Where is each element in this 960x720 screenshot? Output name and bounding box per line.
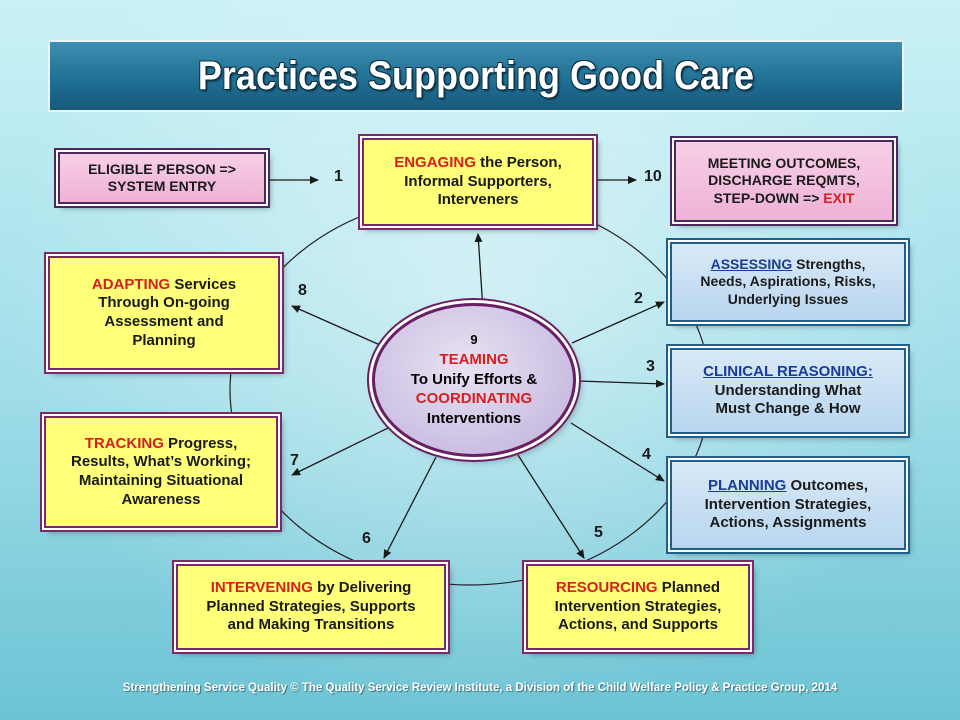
- assessing-line3: Underlying Issues: [727, 290, 849, 307]
- intervening-lead: INTERVENING: [210, 578, 313, 596]
- resourcing-line2: Intervention Strategies,: [554, 597, 722, 615]
- intervening-line2: Planned Strategies, Supports: [206, 597, 416, 615]
- box-eligible-person: ELIGIBLE PERSON => SYSTEM ENTRY: [58, 152, 266, 204]
- box-resourcing: RESOURCING Planned Intervention Strategi…: [526, 564, 750, 650]
- planning-line3: Actions, Assignments: [709, 514, 867, 532]
- footer-credit: Strengthening Service Quality © The Qual…: [122, 682, 838, 694]
- meeting-exit: EXIT: [823, 189, 855, 206]
- arrow-to-resourcing: [517, 454, 585, 559]
- step-number-3: 3: [646, 358, 655, 375]
- adapting-line4: Planning: [132, 331, 196, 349]
- meeting-line1: MEETING OUTCOMES,: [707, 154, 861, 171]
- step-number-8: 8: [298, 282, 307, 299]
- center-line2: To Unify Efforts &: [410, 370, 538, 388]
- resourcing-lead: RESOURCING: [555, 578, 658, 596]
- tracking-line4: Awareness: [121, 490, 201, 508]
- clinical-lead: CLINICAL REASONING:: [703, 362, 873, 380]
- step-number-1: 1: [334, 168, 343, 185]
- resourcing-line1-rest: Planned: [657, 578, 721, 596]
- arrow-to-planning: [570, 422, 665, 482]
- box-intervening: INTERVENING by Delivering Planned Strate…: [176, 564, 446, 650]
- box-planning: PLANNING Outcomes, Intervention Strategi…: [670, 460, 906, 550]
- assessing-lead: ASSESSING: [710, 255, 793, 272]
- adapting-line2: Through On-going: [98, 294, 230, 312]
- center-line1: TEAMING: [439, 351, 509, 369]
- box-assessing: ASSESSING Strengths, Needs, Aspirations,…: [670, 242, 906, 322]
- assessing-line1-rest: Strengths,: [792, 255, 866, 272]
- arrow-to-intervening: [383, 456, 437, 559]
- arrow-to-assessing: [571, 301, 665, 344]
- meeting-line2: DISCHARGE REQMTS,: [708, 172, 860, 189]
- planning-lead: PLANNING: [707, 476, 787, 494]
- box-meeting-outcomes: MEETING OUTCOMES, DISCHARGE REQMTS, STEP…: [674, 140, 894, 222]
- box-clinical-reasoning: CLINICAL REASONING: Understanding What M…: [670, 348, 906, 434]
- step-number-7: 7: [290, 452, 299, 469]
- meeting-line3-pre: STEP-DOWN =>: [713, 189, 824, 206]
- page-title: Practices Supporting Good Care: [197, 53, 755, 98]
- clinical-line2: Understanding What: [714, 381, 862, 399]
- step-number-2: 2: [634, 290, 643, 307]
- engaging-line2: Informal Supporters,: [404, 172, 552, 190]
- adapting-line3: Assessment and: [104, 313, 224, 330]
- intervening-line1-rest: by Delivering: [312, 578, 412, 596]
- tracking-line2: Results, What’s Working;: [70, 453, 251, 471]
- engaging-line1-rest: the Person,: [475, 153, 562, 171]
- box-tracking: TRACKING Progress, Results, What’s Worki…: [44, 416, 278, 528]
- arrow-to-tracking: [291, 427, 389, 476]
- center-line4: Interventions: [426, 409, 522, 427]
- box-engaging: ENGAGING the Person, Informal Supporters…: [362, 138, 594, 226]
- step-number-4: 4: [642, 446, 651, 463]
- arrow-to-clinical: [577, 379, 665, 388]
- clinical-line3: Must Change & How: [715, 400, 861, 418]
- center-teaming: 9 TEAMING To Unify Efforts & COORDINATIN…: [372, 303, 576, 457]
- planning-line1-rest: Outcomes,: [786, 476, 869, 494]
- intervening-line3: and Making Transitions: [227, 616, 395, 634]
- adapting-lead: ADAPTING: [91, 275, 171, 293]
- eligible-line2: SYSTEM ENTRY: [107, 178, 217, 194]
- tracking-lead: TRACKING: [84, 434, 164, 452]
- arrow-to-adapting: [291, 305, 381, 346]
- eligible-line1: ELIGIBLE PERSON =>: [88, 160, 236, 177]
- step-number-6: 6: [362, 530, 371, 547]
- center-number: 9: [470, 331, 478, 347]
- arrow-to-engaging: [474, 233, 484, 311]
- box-adapting: ADAPTING Services Through On-going Asses…: [48, 256, 280, 370]
- engaging-line3: Interveners: [437, 191, 519, 209]
- assessing-line2: Needs, Aspirations, Risks,: [700, 273, 876, 290]
- tracking-line3: Maintaining Situational: [78, 472, 244, 489]
- planning-line2: Intervention Strategies,: [704, 495, 872, 513]
- center-line3: COORDINATING: [415, 390, 533, 408]
- title-banner: Practices Supporting Good Care: [48, 40, 904, 112]
- tracking-line1-rest: Progress,: [163, 434, 238, 452]
- adapting-line1-rest: Services: [170, 275, 237, 293]
- step-number-5: 5: [594, 524, 603, 541]
- resourcing-line3: Actions, and Supports: [557, 616, 718, 634]
- step-number-10: 10: [644, 168, 662, 185]
- engaging-lead: ENGAGING: [394, 153, 476, 171]
